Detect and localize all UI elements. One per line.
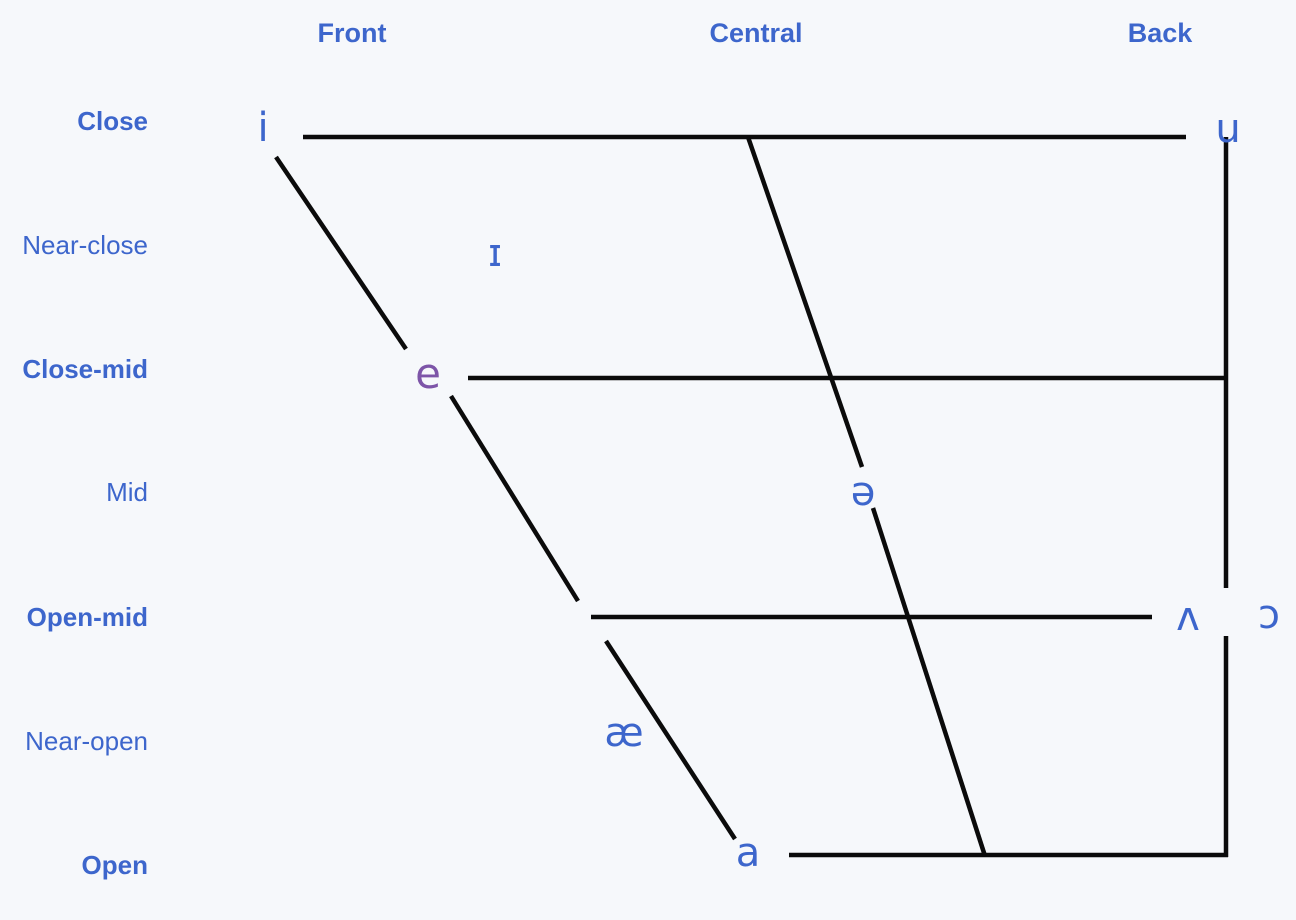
- row-label-open-mid: Open-mid: [26, 602, 148, 632]
- front-edge-segment-2: [449, 394, 580, 603]
- row-label-near-close: Near-close: [22, 230, 148, 260]
- row-label-close: Close: [77, 106, 148, 136]
- vowel-symbol-u[interactable]: u: [1215, 106, 1241, 152]
- front-edge-segment-3: [604, 639, 737, 841]
- vowel-symbol-small-cap-i[interactable]: ɪ: [487, 231, 503, 275]
- vowel-symbol-e[interactable]: e: [415, 349, 441, 398]
- row-label-mid: Mid: [106, 477, 148, 507]
- central-edge-segment-2: [870, 507, 988, 857]
- vowel-symbol-open-o[interactable]: ɔ: [1258, 592, 1280, 638]
- row-label-close-mid: Close-mid: [22, 354, 148, 384]
- vowel-symbol-schwa[interactable]: ə: [850, 469, 876, 515]
- column-header-back: Back: [1127, 18, 1193, 48]
- row-label-near-open: Near-open: [25, 726, 148, 756]
- vowel-symbol-ash[interactable]: æ: [604, 710, 644, 756]
- central-edge-segment-1: [745, 136, 865, 468]
- row-label-open: Open: [81, 850, 148, 880]
- column-header-central: Central: [709, 18, 803, 48]
- column-header-front: Front: [317, 18, 387, 48]
- vowel-symbol-i[interactable]: i: [257, 105, 269, 151]
- vowel-symbol-turned-v[interactable]: ʌ: [1176, 594, 1200, 640]
- vowel-symbol-a[interactable]: a: [735, 830, 761, 876]
- front-edge-segment-1: [274, 155, 408, 351]
